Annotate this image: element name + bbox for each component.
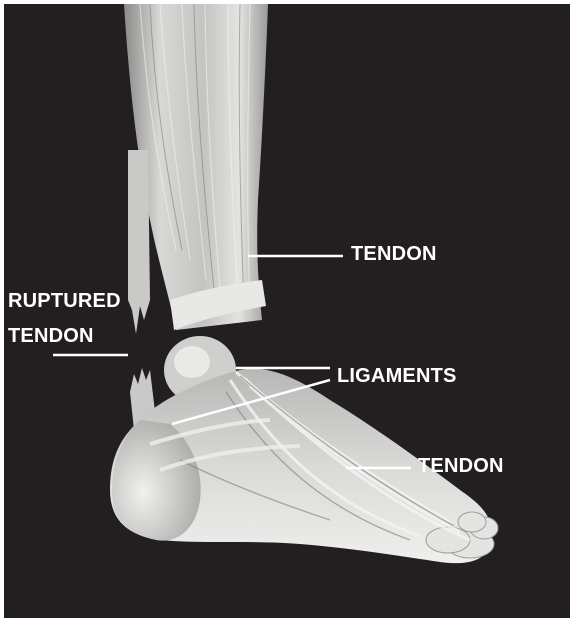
tendon-label-lower: TENDON	[418, 454, 504, 478]
ankle-bone-highlight	[174, 346, 210, 378]
ligaments-label: LIGAMENTS	[337, 364, 457, 388]
ruptured-tendon-label-line1: RUPTURED	[8, 289, 121, 313]
tendon-label-upper: TENDON	[351, 242, 437, 266]
ruptured-tendon-upper-end	[128, 150, 150, 334]
ruptured-tendon-label-line2: TENDON	[8, 324, 94, 348]
